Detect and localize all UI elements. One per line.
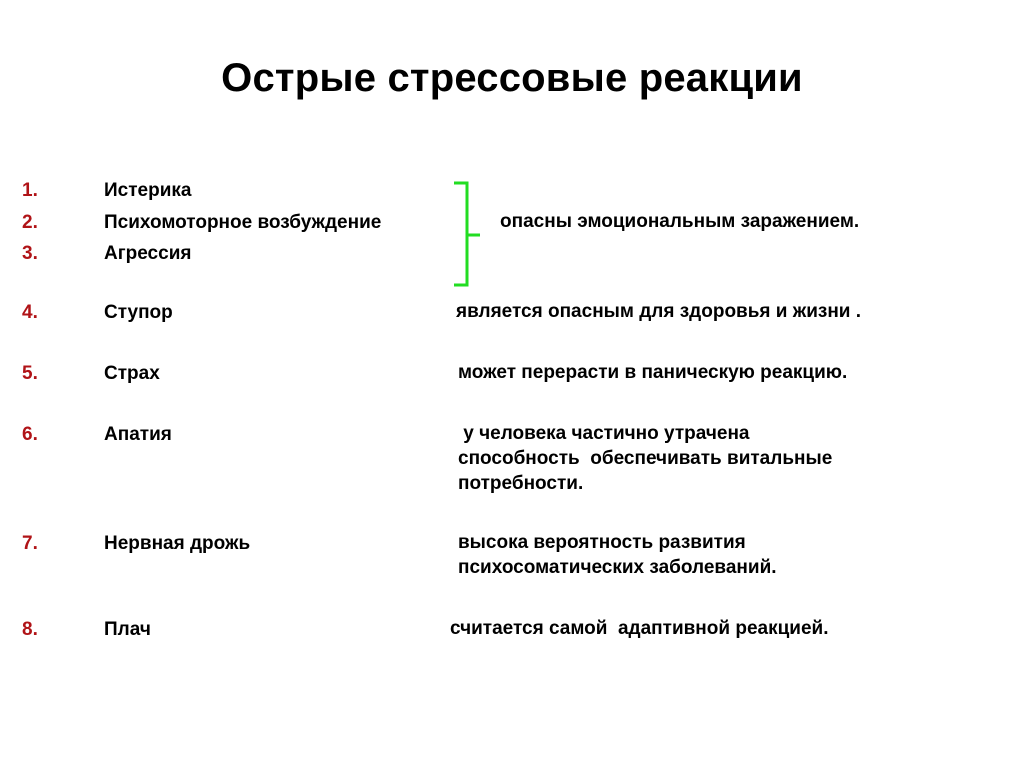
item-description-7-line-2: психосоматических заболеваний. xyxy=(458,557,777,578)
item-term-7: Нервная дрожь xyxy=(104,533,251,554)
item-number-4: 4. xyxy=(22,302,38,323)
item-term-8: Плач xyxy=(104,619,151,640)
item-description-5: может перерасти в паническую реакцию. xyxy=(458,362,848,383)
group-description: опасны эмоциональным заражением. xyxy=(500,211,860,232)
item-description-7-line-1: высока вероятность развития xyxy=(458,532,746,553)
item-description-6-line-3: потребности. xyxy=(458,473,584,494)
item-number-7: 7. xyxy=(22,533,38,554)
item-description-6-line-2: способность обеспечивать витальные xyxy=(458,448,833,469)
item-number-5: 5. xyxy=(22,363,38,384)
right-brace-icon xyxy=(454,181,480,287)
item-number-8: 8. xyxy=(22,619,38,640)
item-number-3: 3. xyxy=(22,243,38,264)
item-number-1: 1. xyxy=(22,180,38,201)
item-description-8: считается самой адаптивной реакцией. xyxy=(450,618,829,639)
item-number-6: 6. xyxy=(22,424,38,445)
slide-title: Острые стрессовые реакции xyxy=(221,56,803,100)
item-description-4: является опасным для здоровья и жизни . xyxy=(456,301,862,322)
item-term-6: Апатия xyxy=(104,424,172,445)
item-description-6-line-1: у человека частично утрачена xyxy=(458,423,750,444)
item-term-1: Истерика xyxy=(104,180,192,201)
item-term-2: Психомоторное возбуждение xyxy=(104,212,382,233)
item-term-3: Агрессия xyxy=(104,243,192,264)
item-term-4: Ступор xyxy=(104,302,173,323)
item-number-2: 2. xyxy=(22,212,38,233)
item-term-5: Страх xyxy=(104,363,160,384)
